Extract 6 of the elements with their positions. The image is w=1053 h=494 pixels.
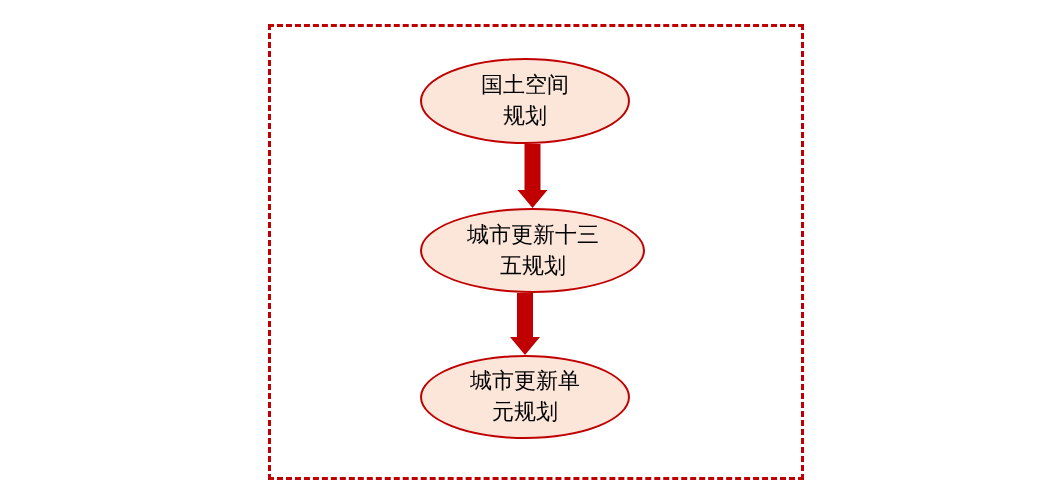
block-arrow bbox=[517, 144, 548, 208]
node-label: 城市更新十三五规划 bbox=[465, 220, 600, 280]
dashed-frame bbox=[268, 24, 804, 480]
node-label: 城市更新单元规划 bbox=[469, 367, 581, 426]
block-arrow bbox=[510, 293, 540, 355]
node-label: 国土空间规划 bbox=[480, 71, 570, 130]
